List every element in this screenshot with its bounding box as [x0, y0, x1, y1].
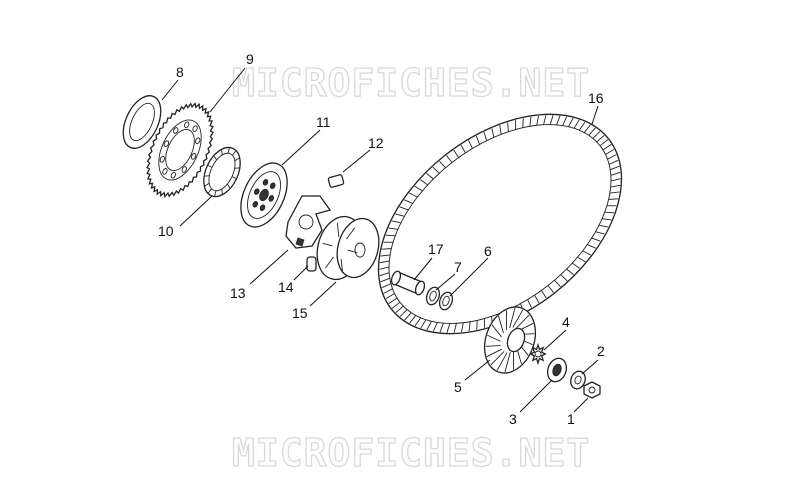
part-6-o-ring	[438, 291, 454, 311]
watermark-top: MICROFICHES.NET	[232, 61, 590, 105]
part-4-star-washer	[529, 342, 547, 366]
part-10-clutch-ring	[203, 146, 241, 198]
part-1-nut	[583, 381, 601, 399]
callout-14: 14	[278, 279, 294, 295]
watermark-bottom: MICROFICHES.NET	[232, 431, 590, 475]
callout-16: 16	[588, 90, 604, 106]
part-5-fan-pulley	[483, 306, 537, 374]
callout-7: 7	[454, 259, 462, 275]
part-2-washer	[570, 370, 586, 390]
part-11-drive-plate	[240, 162, 288, 228]
leader-lines	[161, 67, 599, 413]
callout-1: 1	[567, 411, 575, 427]
callout-15: 15	[292, 305, 308, 321]
callout-2: 2	[597, 343, 605, 359]
callout-4: 4	[562, 314, 570, 330]
callout-6: 6	[484, 243, 492, 259]
part-15-drive-face	[316, 215, 380, 281]
callout-11: 11	[316, 114, 331, 130]
part-17-bushing	[390, 270, 426, 296]
part-13-ramp-plate	[285, 195, 332, 249]
callout-3: 3	[509, 411, 517, 427]
part-14-roller-pin	[306, 256, 317, 272]
callout-17: 17	[428, 241, 444, 257]
callout-10: 10	[158, 223, 174, 239]
callout-9: 9	[246, 51, 254, 67]
part-8-seal	[122, 95, 162, 149]
callout-13: 13	[230, 285, 246, 301]
callout-12: 12	[368, 135, 384, 151]
part-7-washer	[425, 286, 441, 306]
callout-5: 5	[454, 379, 462, 395]
part-3-nut-plate	[546, 357, 568, 383]
callout-8: 8	[176, 64, 184, 80]
part-12-slider	[327, 174, 345, 188]
part-9-ring-gear	[146, 102, 214, 198]
